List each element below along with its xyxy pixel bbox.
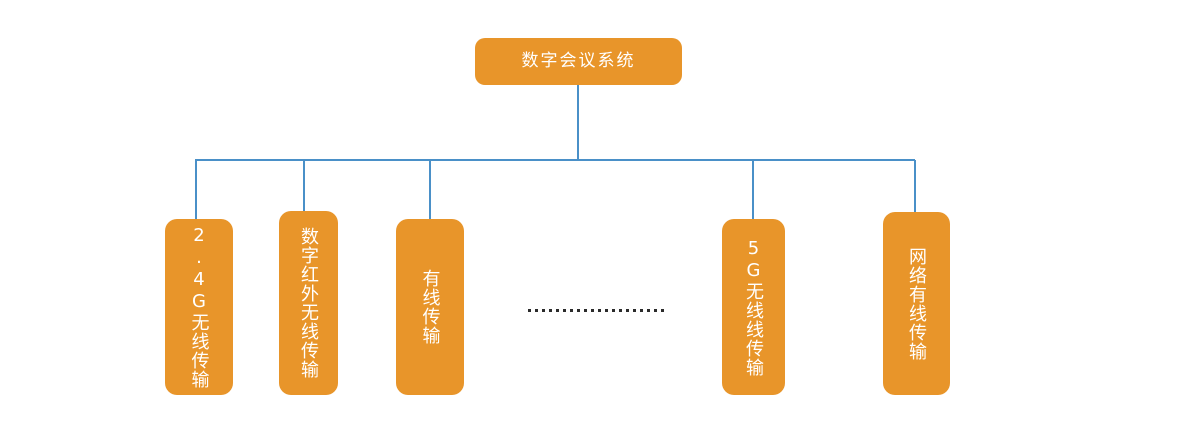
leaf-node-label: 数字红外无线传输 [298,227,320,379]
ellipsis-dot [577,309,580,312]
node-digital-infrared-wireless[interactable]: 数字红外无线传输 [279,211,338,395]
leaf-node-label: 有线传输 [419,269,441,345]
ellipsis-dot [647,309,650,312]
root-node-label: 数字会议系统 [521,51,636,72]
ellipsis-dot [591,309,594,312]
node-5g-wireless[interactable]: 5G无线线传输 [722,219,785,395]
root-node-digital-conference-system[interactable]: 数字会议系统 [475,38,682,85]
ellipsis-dot [570,309,573,312]
ellipsis-dot [633,309,636,312]
ellipsis-dot [661,309,664,312]
ellipsis-dot [598,309,601,312]
ellipsis-dot [556,309,559,312]
ellipsis-dot [612,309,615,312]
leaf-node-label: 网络有线传输 [906,246,928,361]
ellipsis-dot [563,309,566,312]
ellipsis-dot [535,309,538,312]
ellipsis-dot [619,309,622,312]
ellipsis-dot [528,309,531,312]
ellipsis-dot [626,309,629,312]
ellipsis-dot [584,309,587,312]
ellipsis-dot [640,309,643,312]
leaf-node-label: 5G无线线传输 [743,237,765,377]
ellipsis-dot [549,309,552,312]
ellipsis-dot [654,309,657,312]
leaf-node-label: 2.4G无线传输 [188,225,210,389]
ellipsis-dots-more-types [528,309,664,312]
node-wired[interactable]: 有线传输 [396,219,464,395]
node-24g-wireless[interactable]: 2.4G无线传输 [165,219,233,395]
node-network-wired[interactable]: 网络有线传输 [883,212,950,395]
ellipsis-dot [605,309,608,312]
ellipsis-dot [542,309,545,312]
